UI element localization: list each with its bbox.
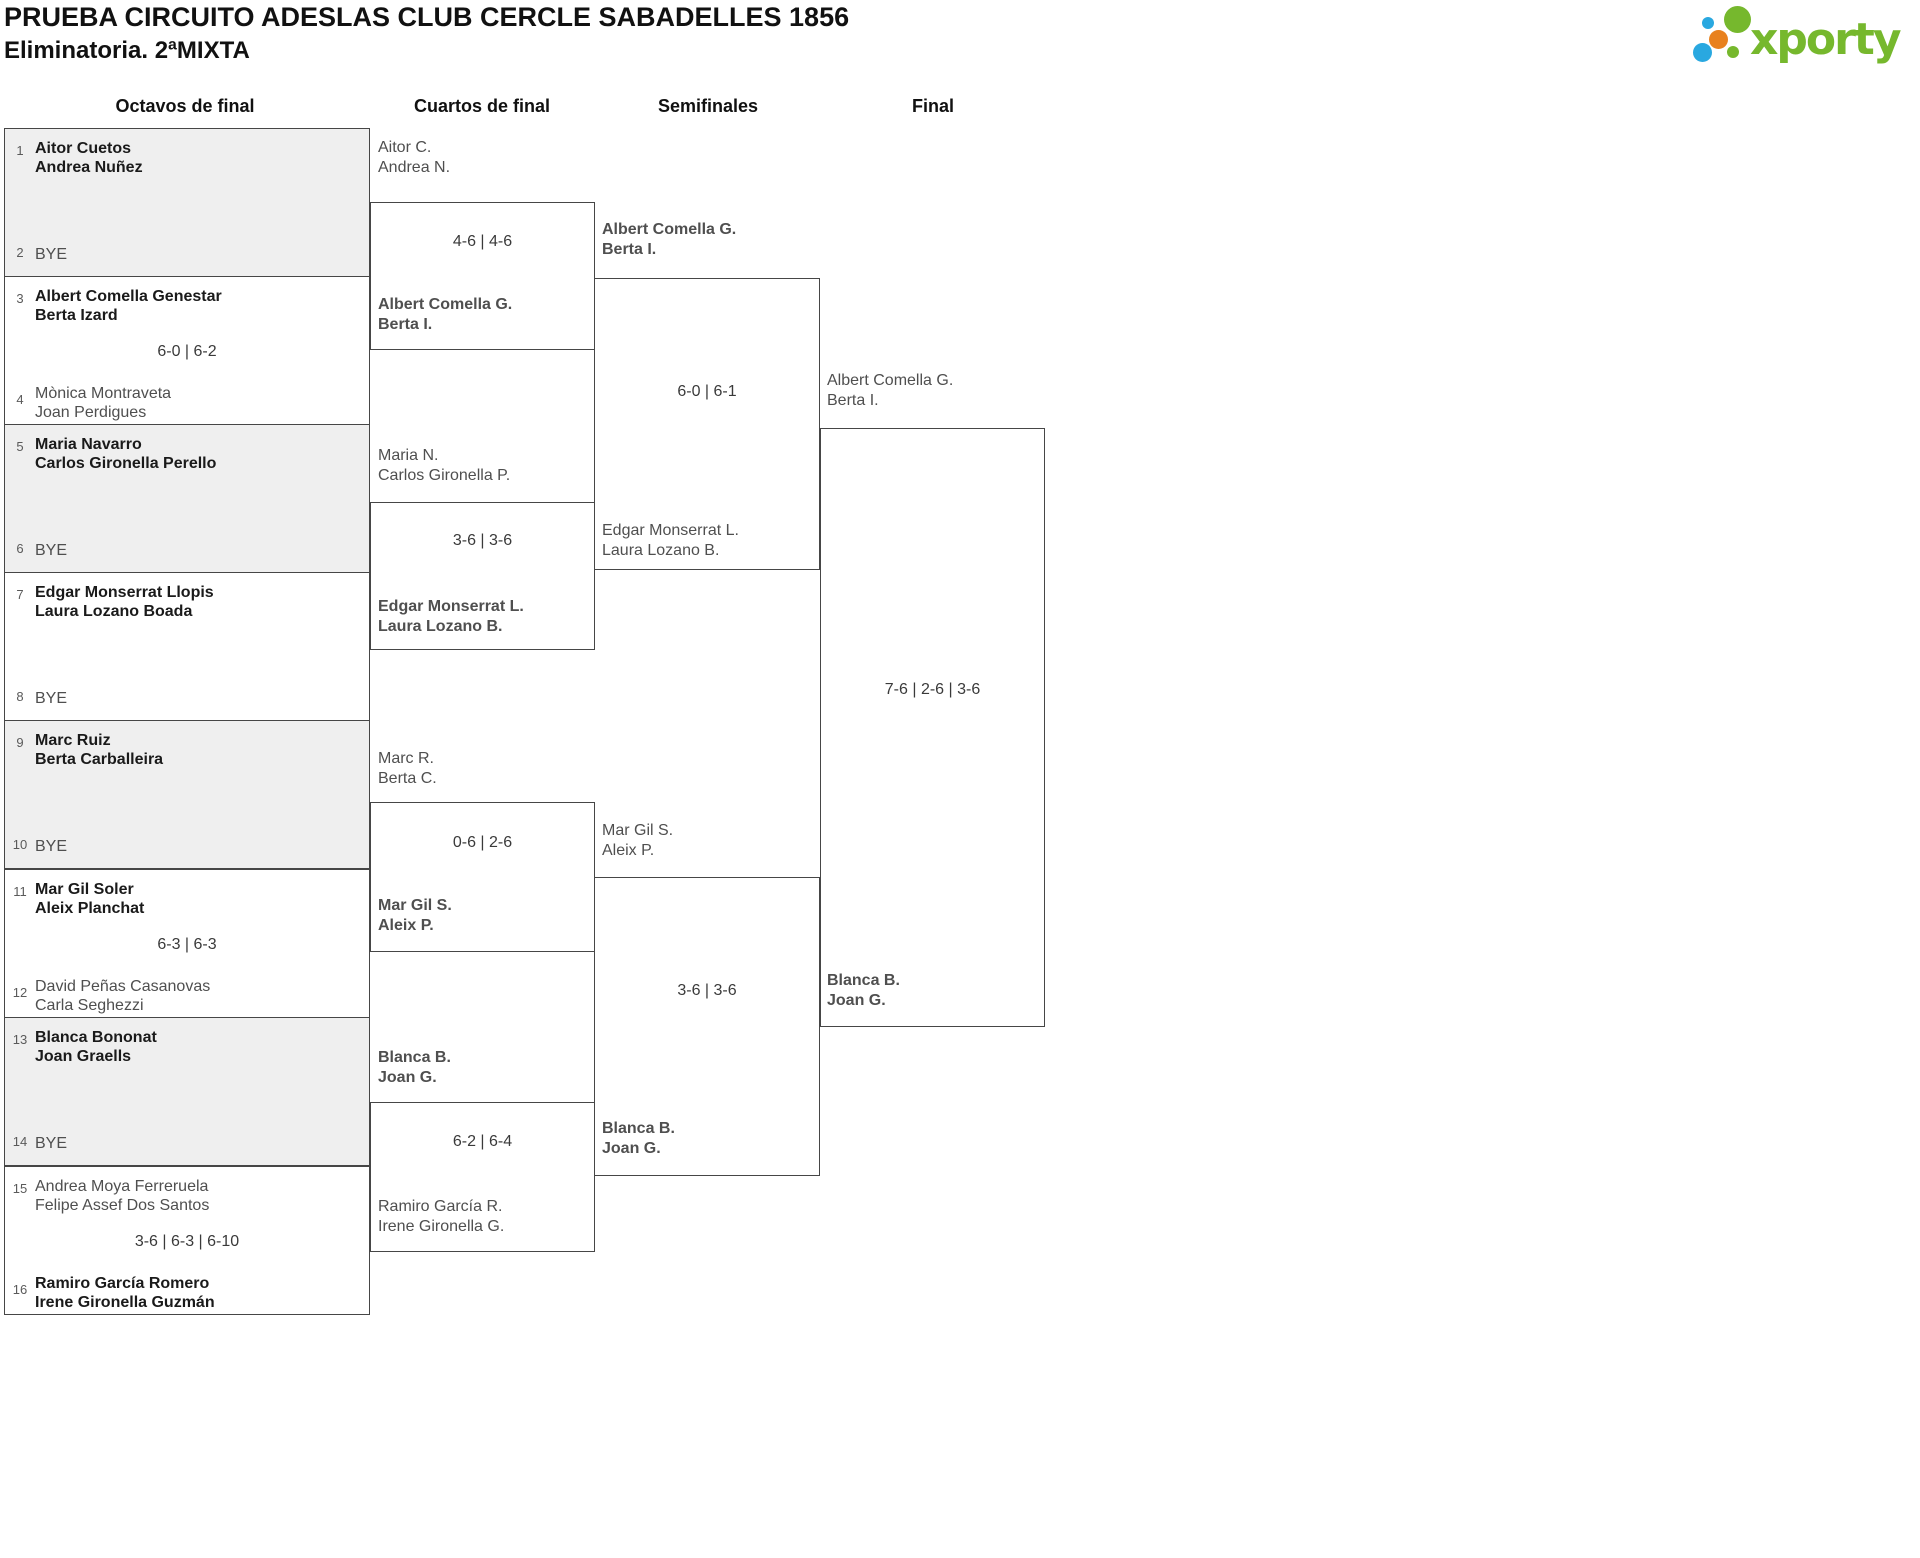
seed-number: 14 — [12, 1134, 28, 1149]
logo-wordmark: xporty — [1750, 14, 1902, 65]
round-header-octavos: Octavos de final — [115, 96, 255, 116]
team-name: Albert Comella G.Berta I. — [827, 372, 954, 409]
match-box-final — [820, 428, 1045, 1027]
seed-number: 9 — [16, 735, 24, 750]
logo-dot-green-small — [1727, 46, 1739, 58]
seed-number: 12 — [12, 985, 28, 1000]
team-name-bye: BYE — [35, 246, 68, 263]
seed-number: 6 — [16, 541, 24, 556]
seed-number: 8 — [16, 689, 24, 704]
team-name: Aitor C.Andrea N. — [378, 139, 451, 176]
match-box-sf-1 — [594, 278, 820, 570]
seed-number: 11 — [13, 884, 27, 899]
round-header-semifinales: Semifinales — [657, 96, 759, 116]
logo-dot-orange — [1709, 30, 1728, 49]
logo-dot-blue-large — [1693, 43, 1712, 62]
round-header-final: Final — [911, 96, 954, 116]
team-name: Edgar Monserrat L.Laura Lozano B. — [378, 598, 524, 635]
match-score: 0-6 | 2-6 — [452, 834, 513, 851]
team-name: Blanca B.Joan G. — [602, 1120, 675, 1157]
logo-dot-blue-small — [1702, 17, 1714, 29]
seed-number: 3 — [16, 291, 24, 306]
match-score: 4-6 | 4-6 — [452, 233, 513, 250]
seed-number: 1 — [16, 143, 24, 158]
match-score: 3-6 | 6-3 | 6-10 — [134, 1233, 240, 1250]
seed-number: 10 — [12, 837, 28, 852]
logo-dot-green-large — [1724, 6, 1751, 33]
page-title: PRUEBA CIRCUITO ADESLAS CLUB CERCLE SABA… — [4, 2, 850, 32]
match-score: 6-2 | 6-4 — [452, 1133, 513, 1150]
match-score: 7-6 | 2-6 | 3-6 — [884, 681, 981, 698]
seed-number: 5 — [16, 439, 24, 454]
team-name: Albert Comella G.Berta I. — [602, 221, 737, 258]
seed-number: 16 — [12, 1282, 28, 1297]
team-name: Blanca B.Joan G. — [827, 972, 900, 1009]
match-score: 6-0 | 6-1 — [677, 383, 737, 400]
match-box-sf-2 — [594, 877, 820, 1176]
match-box-qf-2 — [370, 502, 595, 650]
team-name-bye: BYE — [35, 690, 68, 707]
team-name-bye: BYE — [35, 838, 68, 855]
seed-number: 2 — [16, 245, 24, 260]
team-name: Maria N.Carlos Gironella P. — [378, 447, 511, 484]
team-name-bye: BYE — [35, 542, 68, 559]
team-name: Mar Gil S.Aleix P. — [602, 822, 674, 859]
seed-number: 15 — [12, 1181, 28, 1196]
page-subtitle: Eliminatoria. 2ªMIXTA — [4, 37, 250, 64]
seed-number: 4 — [16, 392, 24, 407]
team-name: Mar Gil S.Aleix P. — [378, 897, 452, 934]
team-name: Blanca B.Joan G. — [378, 1049, 451, 1086]
match-box-qf-4 — [370, 1102, 595, 1252]
team-name: Albert Comella G.Berta I. — [378, 296, 513, 333]
match-score: 6-3 | 6-3 — [157, 936, 217, 953]
match-score: 3-6 | 3-6 — [452, 532, 513, 549]
team-name: Ramiro García R.Irene Gironella G. — [378, 1198, 505, 1235]
team-name: Marc R.Berta C. — [378, 750, 437, 787]
match-box-qf-1 — [370, 202, 595, 350]
seed-number: 13 — [12, 1032, 28, 1047]
round-header-cuartos: Cuartos de final — [413, 96, 551, 116]
match-score: 6-0 | 6-2 — [157, 343, 217, 360]
seed-number: 7 — [16, 587, 24, 602]
team-name-bye: BYE — [35, 1135, 68, 1152]
match-score: 3-6 | 3-6 — [677, 982, 737, 999]
team-name: Edgar Monserrat L.Laura Lozano B. — [602, 522, 739, 559]
